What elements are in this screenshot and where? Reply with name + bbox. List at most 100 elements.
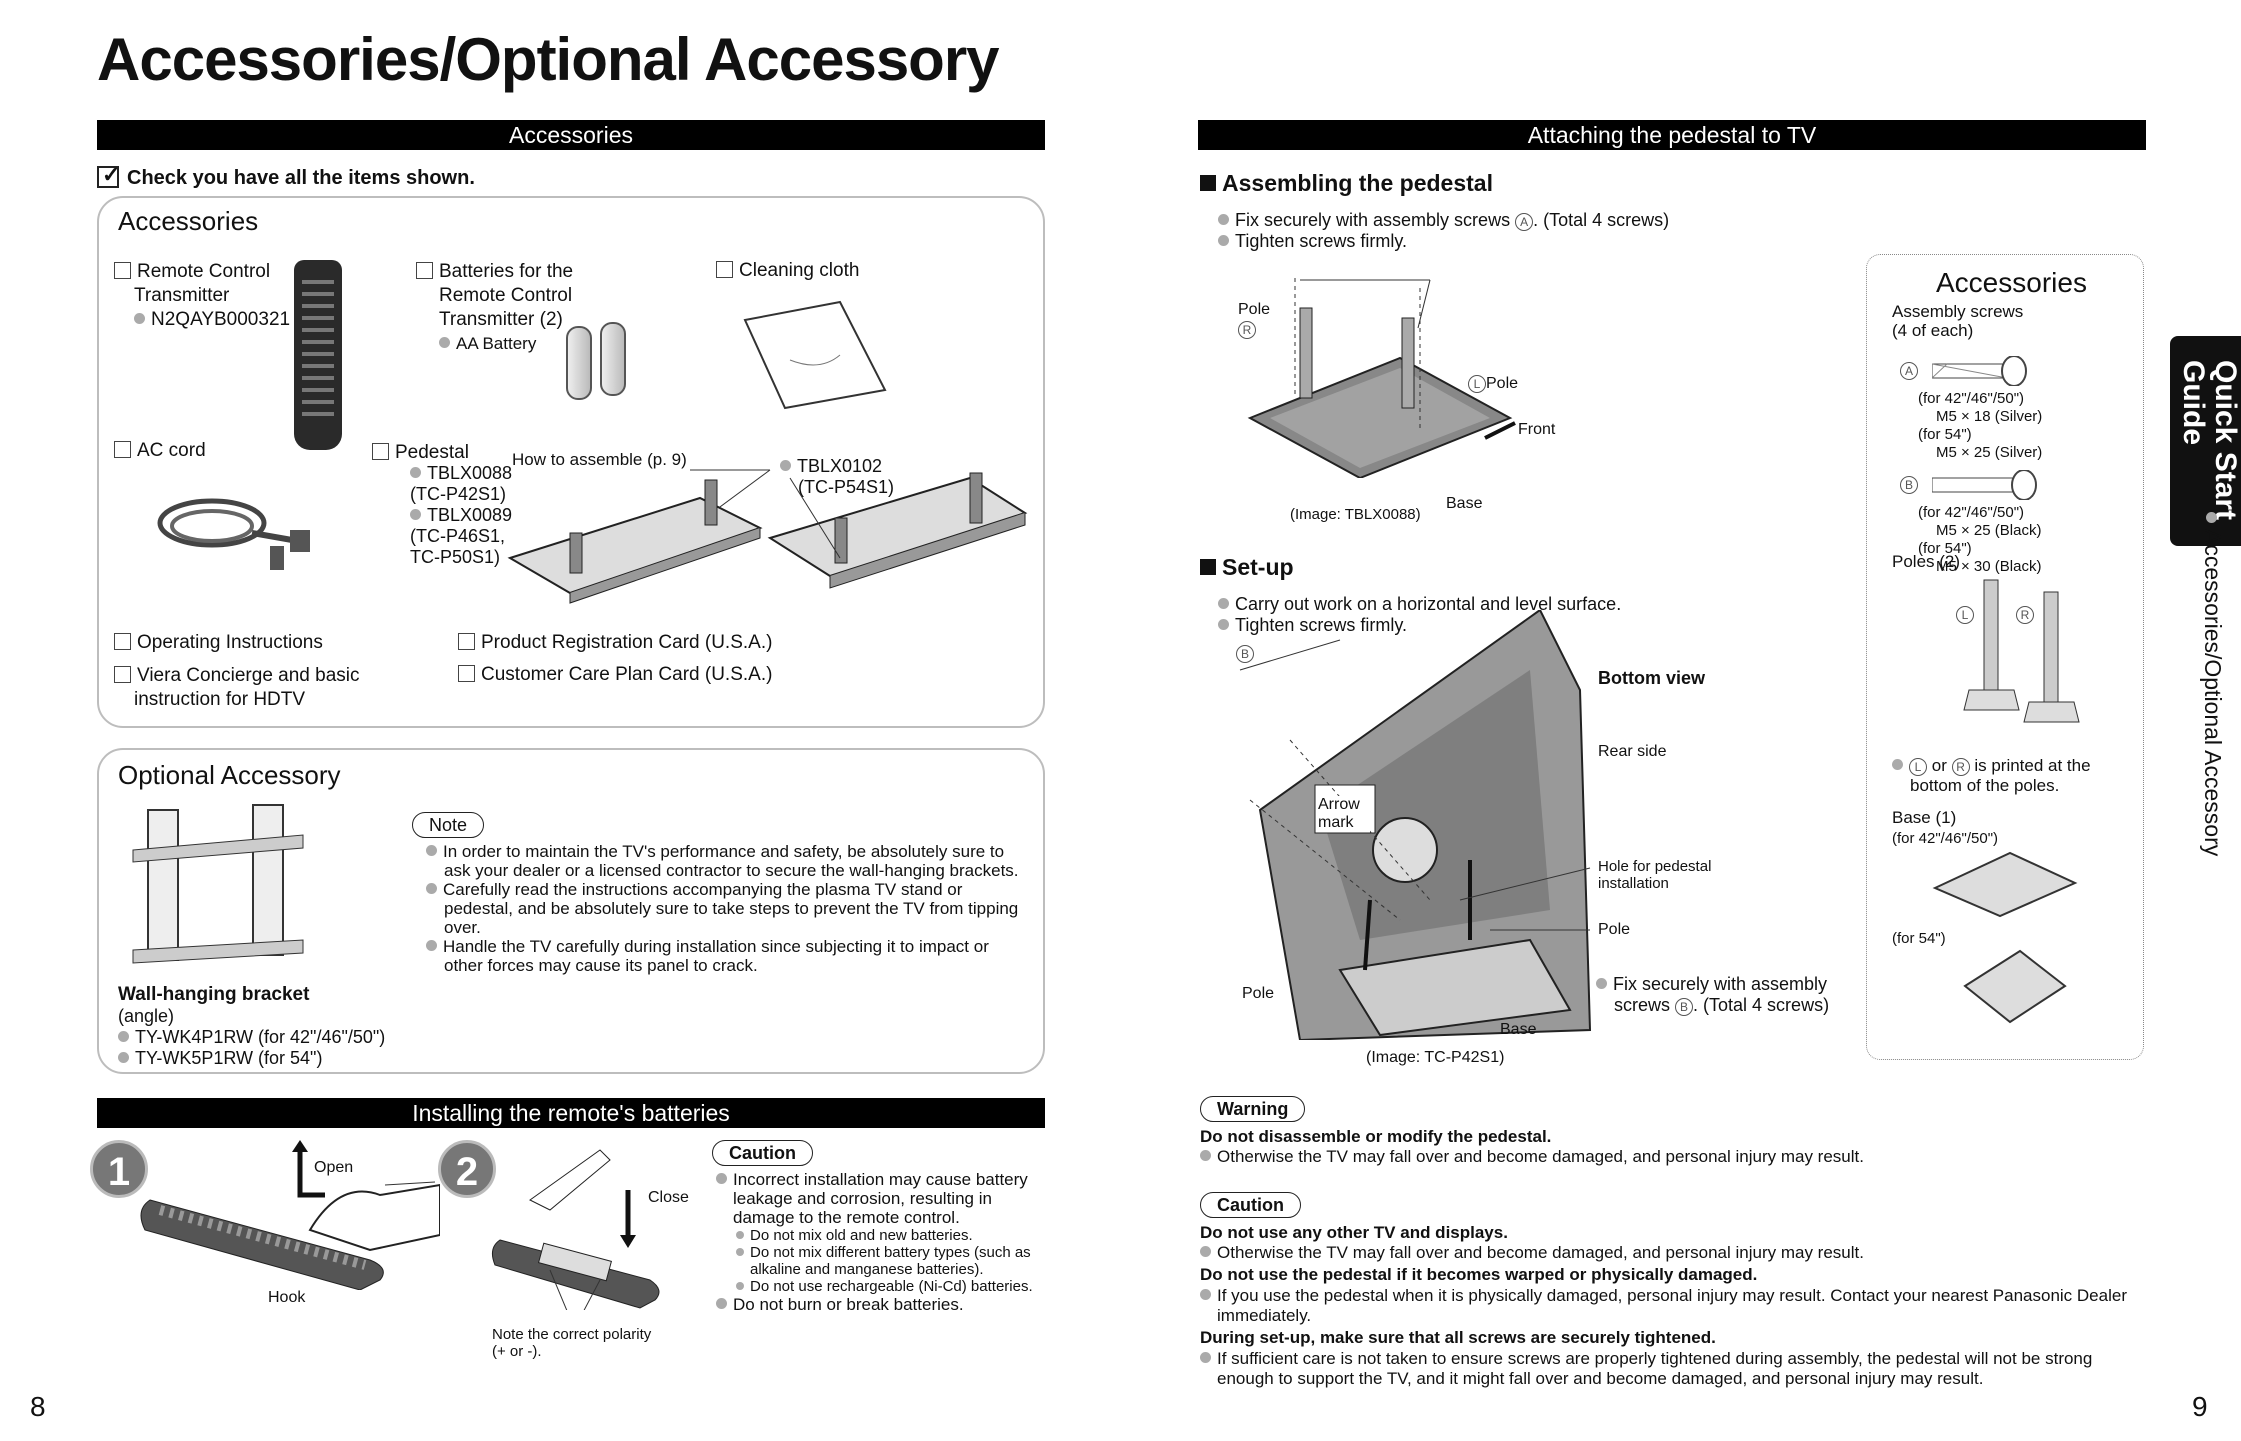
setup-title: Set-up (1200, 554, 1294, 582)
pole-setup-label: Pole (1598, 921, 1631, 938)
pedestal-item: Pedestal TBLX0088 (TC-P42S1) TBLX0089 (T… (372, 442, 512, 568)
right-page-number: 9 (2192, 1391, 2208, 1422)
caution-2-title: Do not use the pedestal if it becomes wa… (1200, 1265, 1758, 1284)
caution-3-title: During set-up, make sure that all screws… (1200, 1328, 1716, 1347)
pedestal-bar: Attaching the pedestal to TV (1198, 120, 2146, 150)
l-icon: L (1468, 375, 1486, 393)
left-page-number: 8 (30, 1391, 46, 1422)
pedestal-54-model: TBLX0102 (TC-P54S1) (780, 456, 894, 498)
item-checkbox (114, 262, 131, 279)
cleaning-cloth-item: Cleaning cloth (716, 260, 859, 283)
screw-a-row: A (1900, 355, 2032, 387)
assembling-steps: Fix securely with assembly screws A. (To… (1218, 210, 1669, 252)
setup-diagram (1239, 610, 1592, 1040)
battery-image (600, 322, 626, 396)
base-for-42: (for 42"/46"/50") (1892, 830, 1999, 847)
step-1-badge: 1 (90, 1140, 148, 1198)
poles-title: Poles (2) (1892, 552, 1961, 571)
image-tblx0088: (Image: TBLX0088) (1290, 506, 1421, 523)
warning-title: Do not disassemble or modify the pedesta… (1200, 1127, 1552, 1146)
pedestal-accessories-heading: Accessories (1936, 267, 2087, 298)
battery-image (566, 326, 592, 400)
close-label: Close (648, 1189, 689, 1206)
remote-item: Remote Control Transmitter N2QAYB000321 (114, 260, 290, 332)
step-2-badge: 2 (438, 1140, 496, 1198)
screw-b-row: B (1900, 469, 2042, 501)
customer-care-item: Customer Care Plan Card (U.S.A.) (458, 664, 772, 687)
batteries-bar: Installing the remote's batteries (97, 1098, 1045, 1128)
batteries-item: Batteries for the Remote Control Transmi… (416, 260, 573, 356)
bracket-details: (angle) TY-WK4P1RW (for 42"/46"/50") TY-… (118, 1006, 386, 1068)
optional-accessory-box (97, 748, 1045, 1074)
hook-label: Hook (268, 1289, 306, 1306)
wall-bracket-image (132, 804, 304, 964)
screw-a-icon (1931, 355, 2027, 387)
pedestal-image (507, 469, 1028, 604)
bracket-title: Wall-hanging bracket (118, 984, 310, 1005)
op-instructions-item: Operating Instructions (114, 632, 323, 655)
accessories-heading: Accessories (118, 206, 259, 236)
screw-a-icon: A (1515, 213, 1534, 231)
front-label: Front (1518, 421, 1556, 438)
setup-b-marker: B (1236, 644, 1254, 663)
open-label: Open (314, 1159, 354, 1176)
accessories-box (97, 196, 1045, 728)
poles-image (1963, 579, 2080, 723)
rear-side-label: Rear side (1598, 743, 1667, 760)
remote-control-image (294, 260, 342, 450)
caution-3-text: If sufficient care is not taken to ensur… (1200, 1349, 2140, 1389)
section-tab-text: Accessories/Optional Accessory (2198, 512, 2226, 856)
base-54-image (1963, 949, 2067, 1024)
cleaning-cloth-image (743, 300, 887, 410)
pole-left-label: Pole (1242, 985, 1275, 1002)
caution-1-text: Otherwise the TV may fall over and becom… (1200, 1243, 1864, 1263)
battery-caution-label: Caution (712, 1140, 813, 1166)
quick-start-tab[interactable] (2170, 336, 2241, 546)
check-line: ✓Check you have all the items shown. (97, 162, 475, 190)
lr-printed-note: L or R is printed at the bottom of the p… (1892, 756, 2091, 795)
battery-caution-list: Incorrect installation may cause battery… (716, 1170, 1046, 1314)
pedestal-accessories-box (1866, 254, 2144, 1060)
caution-2-text: If you use the pedestal when it is physi… (1200, 1286, 2140, 1326)
arrow-mark-label: Arrow mark (1318, 796, 1370, 832)
screw-b-specs: (for 42"/46"/50")M5 × 25 (Black) (for 54… (1918, 504, 2042, 575)
screw-b-icon (1931, 469, 2037, 501)
warning-label: Warning (1200, 1096, 1306, 1122)
remote-close-image (491, 1149, 660, 1310)
polarity-note: Note the correct polarity (+ or -). (492, 1326, 652, 1360)
screw-b-icon: B (1236, 645, 1254, 663)
note-label: Note (412, 812, 485, 838)
page-title: Accessories/Optional Accessory (97, 26, 1000, 93)
r-icon: R (1238, 321, 1256, 339)
remote-open-image (140, 1140, 440, 1290)
note-list: In order to maintain the TV's performanc… (426, 842, 1030, 975)
viera-item: Viera Concierge and basic instruction fo… (114, 664, 360, 712)
base-setup-label: Base (1500, 1021, 1537, 1038)
fix-screws-b: Fix securely with assembly screws B. (To… (1596, 974, 1829, 1016)
base-42-image (1932, 851, 2078, 918)
screws-title: Assembly screws(4 of each) (1892, 302, 2024, 340)
base-label: Base (1446, 495, 1483, 512)
base-title: Base (1) (1892, 808, 1957, 827)
ac-cord-image (157, 498, 310, 570)
base-for-54: (for 54") (1892, 930, 1946, 947)
setup-steps: Carry out work on a horizontal and level… (1218, 594, 1621, 636)
caution-1-title: Do not use any other TV and displays. (1200, 1223, 1508, 1242)
assembling-title: Assembling the pedestal (1200, 170, 1493, 198)
pedestal-caution-label: Caution (1200, 1192, 1301, 1218)
accessories-bar: Accessories (97, 120, 1045, 150)
ac-cord-item: AC cord (114, 440, 206, 463)
assembling-diagram (1247, 278, 1516, 478)
optional-heading: Optional Accessory (118, 760, 341, 790)
how-to-assemble-ref: How to assemble (p. 9) (512, 450, 687, 469)
bottom-view-label: Bottom view (1598, 668, 1706, 688)
image-tcp42s1: (Image: TC-P42S1) (1366, 1049, 1505, 1066)
screw-a-specs: (for 42"/46"/50")M5 × 18 (Silver) (for 5… (1918, 390, 2043, 461)
checkbox-icon: ✓ (97, 162, 120, 188)
warning-text: Otherwise the TV may fall over and becom… (1200, 1147, 1864, 1167)
